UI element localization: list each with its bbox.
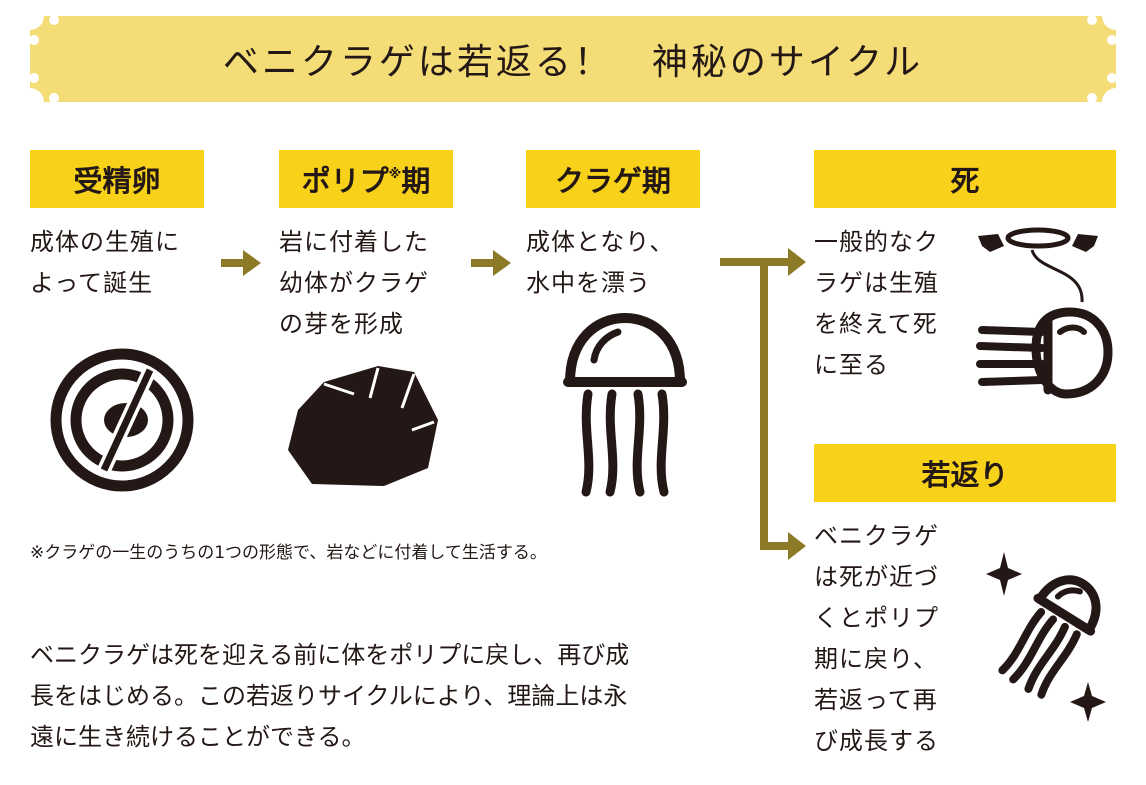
desc-fertilized-egg: 成体の生殖に よって誕生 bbox=[30, 228, 180, 297]
desc-jellyfish-stage: 成体となり、 水中を漂う bbox=[526, 228, 675, 297]
label-jellyfish-stage: クラゲ期 bbox=[526, 150, 700, 208]
banner-background bbox=[30, 16, 1116, 102]
title-banner: ベニクラゲは若返る！ 神秘のサイクル bbox=[30, 16, 1116, 102]
branch-arrow-icon bbox=[720, 248, 806, 560]
desc-death: 一般的なク ラゲは生殖 を終えて死 に至る bbox=[814, 228, 939, 379]
label-rejuvenation: 若返り bbox=[814, 444, 1116, 502]
label-fertilized-egg: 受精卵 bbox=[30, 150, 204, 208]
page-title: ベニクラゲは若返る！ 神秘のサイクル bbox=[222, 42, 924, 83]
rejuvenating-jellyfish-icon bbox=[986, 552, 1106, 722]
arrow-right-icon bbox=[471, 250, 511, 276]
polyp-label-text: ポリプ bbox=[301, 164, 389, 198]
arrow-right-icon bbox=[221, 250, 261, 276]
rock-icon bbox=[288, 366, 438, 486]
egg-icon bbox=[50, 348, 194, 492]
polyp-note-mark: ※ bbox=[388, 166, 402, 182]
desc-rejuvenation: ベニクラゲ は死が近づ くとポリプ 期に戻り、 若返って再 び成長する bbox=[814, 522, 939, 755]
dying-jellyfish-icon bbox=[976, 227, 1113, 399]
polyp-label-suffix: 期 bbox=[401, 164, 431, 198]
desc-polyp-stage: 岩に付着した 幼体がクラゲ の芽を形成 bbox=[279, 228, 429, 338]
footnote: ※クラゲの一生のうちの1つの形態で、岩などに付着して生活する。 bbox=[30, 543, 547, 563]
label-polyp-stage: ポリプ※期 bbox=[279, 150, 453, 208]
label-death: 死 bbox=[814, 150, 1116, 208]
jellyfish-icon bbox=[563, 313, 687, 497]
summary-text: ベニクラゲは死を迎える前に体をポリプに戻し、再び成 長をはじめる。この若返りサイ… bbox=[30, 641, 630, 751]
